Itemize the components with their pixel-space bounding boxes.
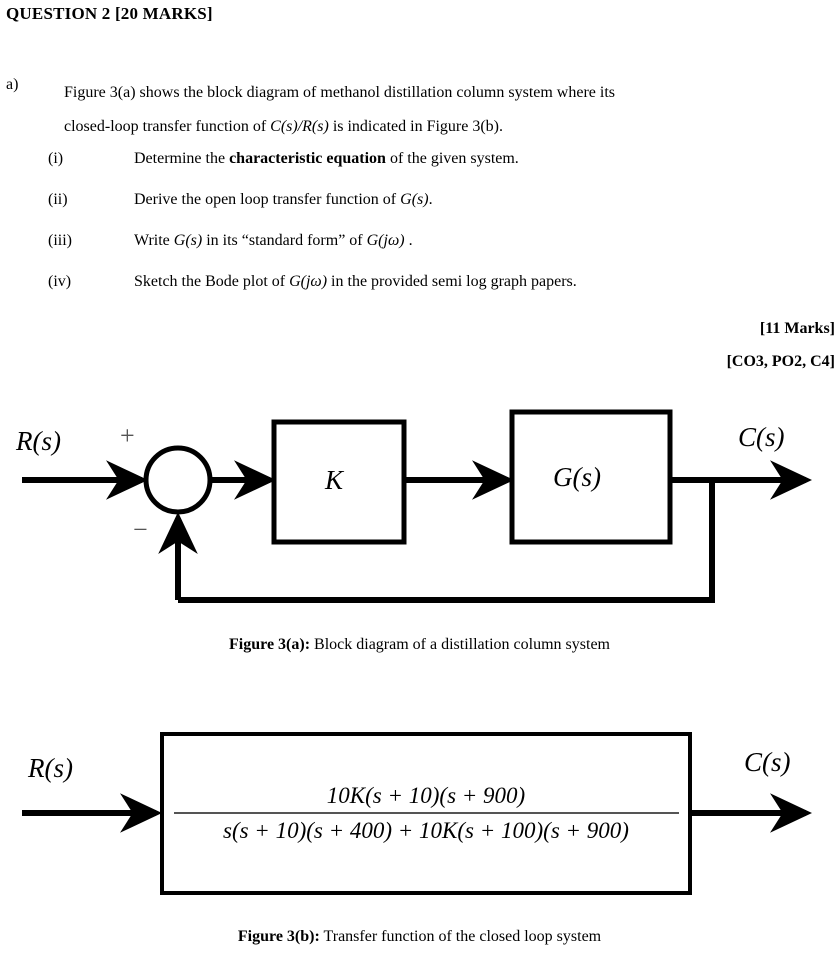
subitem-text-post: . [428, 191, 433, 208]
figure-3a-caption: Figure 3(a): Block diagram of a distilla… [0, 636, 839, 654]
part-a-text: Figure 3(a) shows the block diagram of m… [64, 76, 837, 144]
list-item: (iv) Sketch the Bode plot of G(jω) in th… [2, 273, 838, 314]
fig-b-input-label-rs: R(s) [28, 753, 73, 783]
transfer-function-fraction: 10K(s + 10)(s + 900) s(s + 10)(s + 400) … [164, 736, 688, 891]
figure-3a: R(s) C(s) + − K G(s) Figure 3(a): Block … [0, 398, 839, 653]
transfer-function-block: 10K(s + 10)(s + 900) s(s + 10)(s + 400) … [160, 732, 692, 895]
subitem-numeral: (iii) [48, 232, 72, 249]
subitem-emphasis: characteristic equation [229, 150, 386, 167]
marks-outcomes: [CO3, PO2, C4] [726, 353, 835, 370]
subitem-text-pre: Derive the open loop transfer function o… [134, 191, 401, 208]
subitem-numeral: (ii) [48, 191, 68, 208]
figure-3b-caption-label: Figure 3(b): [237, 928, 320, 945]
part-a-line2-math: C(s)/R(s) [270, 118, 329, 135]
minus-sign-label: − [133, 515, 148, 544]
subitem-text-post: in the provided semi log graph papers. [327, 273, 577, 290]
list-item: (i) Determine the characteristic equatio… [2, 150, 838, 191]
transfer-function-diagram-svg [22, 793, 812, 833]
part-a-line2-post: is indicated in Figure 3(b). [328, 118, 503, 135]
fig-b-output-label-cs: C(s) [744, 747, 791, 777]
sub-question-list: (i) Determine the characteristic equatio… [2, 150, 838, 314]
subitem-numeral: (iv) [48, 273, 72, 290]
marks-block: [11 Marks] [CO3, PO2, C4] [727, 312, 835, 378]
question-part-a: a) Figure 3(a) shows the block diagram o… [2, 76, 838, 144]
output-label-cs: C(s) [738, 422, 785, 452]
subitem-math: G(s) [173, 232, 203, 249]
subitem-text-pre: Sketch the Bode plot of [134, 273, 290, 290]
part-a-line2: closed-loop transfer function of C(s)/R(… [64, 110, 837, 144]
subitem-text: Derive the open loop transfer function o… [134, 191, 433, 209]
figure-3a-caption-text: Block diagram of a distillation column s… [310, 636, 610, 653]
subitem-text-pre: Write [134, 232, 174, 249]
summing-junction [143, 445, 213, 515]
fraction-numerator: 10K(s + 10)(s + 900) [326, 783, 526, 808]
block-label-k: K [325, 465, 344, 495]
plus-sign-label: + [120, 421, 135, 450]
part-a-line2-pre: closed-loop transfer function of [64, 118, 271, 135]
subitem-text-mid: in its “standard form” of [202, 232, 367, 249]
input-label-rs: R(s) [16, 426, 61, 456]
figure-3b-caption-text: Transfer function of the closed loop sys… [319, 928, 602, 945]
fraction-denominator: s(s + 10)(s + 400) + 10K(s + 100)(s + 90… [223, 818, 629, 843]
block-diagram-svg [22, 409, 812, 603]
list-item: (iii) Write G(s) in its “standard form” … [2, 232, 838, 273]
figure-3b-caption: Figure 3(b): Transfer function of the cl… [0, 928, 839, 946]
subitem-text-pre: Determine the [134, 150, 230, 167]
page-title: QUESTION 2 [20 MARKS] [6, 4, 213, 23]
subitem-math: G(jω) [289, 273, 328, 290]
subitem-math: G(s) [400, 191, 429, 208]
figure-3b: 10K(s + 10)(s + 900) s(s + 10)(s + 400) … [0, 715, 839, 945]
subitem-math-2: G(jω) [366, 232, 405, 249]
block-label-gs: G(s) [553, 462, 601, 492]
part-a-line1: Figure 3(a) shows the block diagram of m… [64, 84, 616, 101]
fraction-bar [173, 812, 679, 814]
subitem-text: Sketch the Bode plot of G(jω) in the pro… [134, 273, 577, 291]
part-label: a) [6, 76, 19, 93]
marks-total: [11 Marks] [759, 320, 835, 337]
figure-3a-caption-label: Figure 3(a): [229, 636, 311, 653]
subitem-text: Write G(s) in its “standard form” of G(j… [134, 232, 413, 250]
subitem-numeral: (i) [48, 150, 64, 167]
subitem-text-post: of the given system. [385, 150, 519, 167]
list-item: (ii) Derive the open loop transfer funct… [2, 191, 838, 232]
subitem-text: Determine the characteristic equation of… [134, 150, 519, 168]
subitem-text-post: . [404, 232, 413, 249]
